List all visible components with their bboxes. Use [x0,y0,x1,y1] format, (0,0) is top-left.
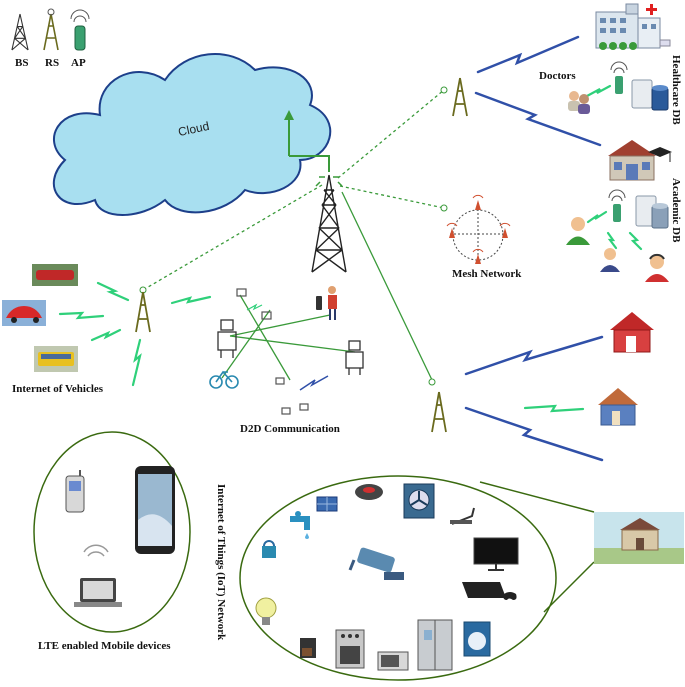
ap-healthcare-icon [610,61,628,94]
backhaul-link-home [341,191,433,381]
wireless-links-blue [464,35,604,462]
academic-server-icon [635,195,669,229]
iot-network-label: Internet of Things (IoT) Network [215,484,227,641]
cloud-shape [52,53,332,216]
bs-icon [11,13,29,51]
smart-home-icon [594,512,684,564]
mesh-network-label: Mesh Network [452,268,522,280]
user-icons [566,217,669,282]
healthcare-db-label: Healthcare DB [670,55,682,125]
car-icon [2,300,46,326]
bicycle-icon [209,370,239,389]
legend-ap-label: AP [71,57,86,69]
rs-tower-home [431,391,447,433]
academic-db-label: Academic DB [670,178,682,243]
game-console-icon [462,582,517,600]
backhaul-links [142,89,445,291]
ap-icon [70,9,90,51]
robot-icon-2 [345,340,364,375]
doctors-icon [568,91,590,114]
television-icon [473,537,519,571]
water-tap-icon [290,511,310,539]
house-icon-1 [610,312,654,353]
school-icon [608,140,672,181]
iot-zoom-line-top [479,481,595,513]
robot-icon-1 [217,319,237,358]
smartphone-icon [135,466,175,554]
hospital-icon [595,3,671,50]
rs-icon [43,8,59,51]
lte-devices-label: LTE enabled Mobile devices [38,640,171,652]
mesh-network-icon [446,194,511,264]
house-icon-2 [598,388,638,426]
iot-network-ellipse [239,475,557,681]
doctors-label: Doctors [539,70,576,82]
ap-academic-icon [608,189,626,222]
train-icon [32,264,78,286]
internet-of-vehicles-label: Internet of Vehicles [12,383,104,395]
treadmill-icon [450,507,475,525]
washing-machine-icon [463,621,491,657]
stove-icon [335,629,365,669]
security-camera-icon [348,547,404,580]
main-base-station [311,174,347,273]
solar-panel-icon [316,496,338,512]
iot-zoom-line-bottom [543,561,595,613]
person-phone-icon [316,286,337,320]
microwave-icon [377,651,409,671]
cloud-uplink-arrow [284,110,294,120]
refrigerator-icon [417,619,453,671]
legend-bs-label: BS [15,57,29,69]
legend-rs-label: RS [45,57,60,69]
feature-phone-icon [65,470,85,513]
rs-tower-healthcare [452,77,468,117]
smoke-detector-icon [355,484,383,500]
wireless-links-green [58,84,643,413]
bus-icon [34,346,78,372]
server-icon [631,79,669,111]
lte-devices-ellipse [33,431,191,633]
rs-tower-vehicles [135,291,151,333]
coffee-maker-icon [300,638,316,658]
d2d-device-icons [236,288,309,415]
light-bulb-icon [255,597,277,625]
d2d-communication-label: D2D Communication [240,423,340,435]
fan-icon [403,483,435,519]
d2d-communication-area [221,294,356,391]
smart-lock-icon [262,540,276,558]
laptop-icon [74,544,122,607]
